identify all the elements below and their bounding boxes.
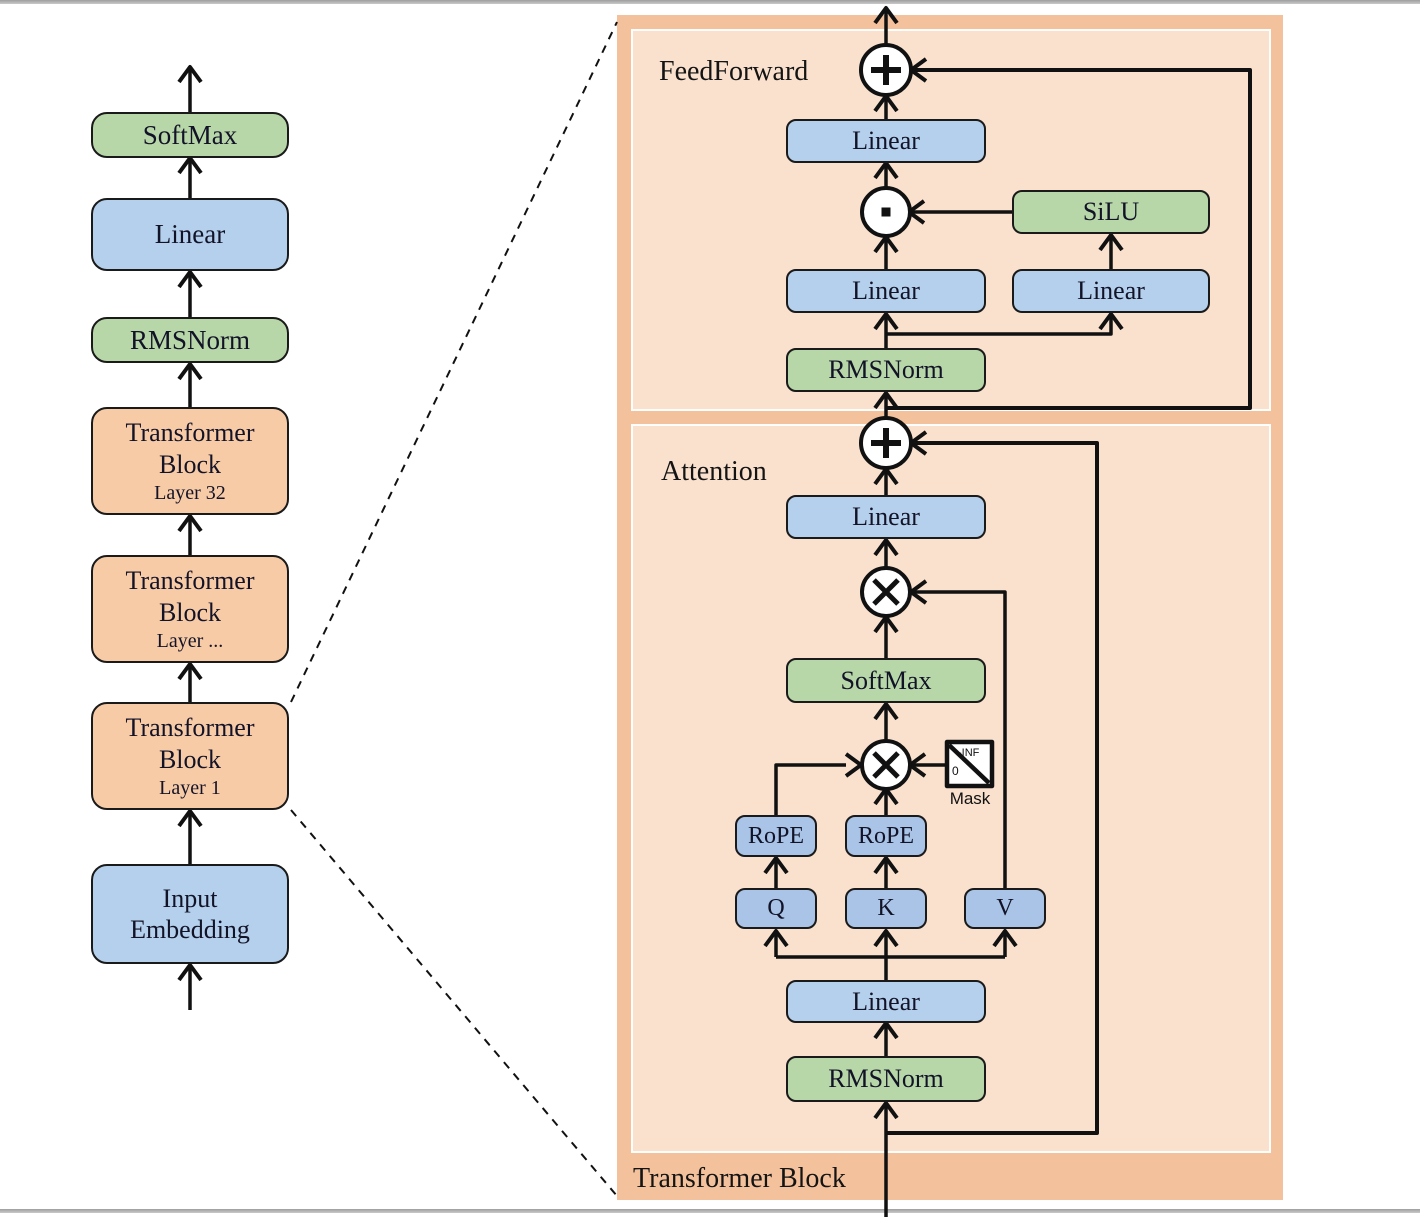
value-block: V [964, 888, 1046, 929]
rope-k-label: RoPE [857, 822, 914, 849]
input-embedding-label: Input Embedding [130, 883, 250, 944]
ff-rmsnorm: RMSNorm [786, 348, 986, 392]
rope-k-block: RoPE [845, 815, 927, 857]
attention-wires [763, 430, 1099, 1217]
attn-softmax: SoftMax [786, 658, 986, 703]
key-label: K [877, 895, 895, 922]
rmsnorm-label: RMSNorm [129, 324, 251, 355]
mask-inf-value: -INF [958, 747, 980, 759]
ff-output-linear-label: Linear [852, 126, 920, 156]
ff-rmsnorm-label: RMSNorm [828, 355, 944, 385]
attn-output-linear-label: Linear [852, 502, 920, 532]
value-label: V [996, 895, 1014, 922]
transformer-block-layer-n: Transformer Block Layer ... [91, 555, 289, 663]
mask-zero-value: 0 [952, 764, 959, 778]
layer-label: Layer ... [156, 629, 224, 652]
linear-label: Linear [154, 219, 226, 250]
rope-q-label: RoPE [747, 822, 804, 849]
ff-gate-linear: Linear [786, 269, 986, 313]
attention-section-label: Attention [661, 456, 767, 487]
ff-silu-label: SiLU [1082, 197, 1140, 227]
rmsnorm-block: RMSNorm [91, 317, 289, 363]
layer-label: Layer 32 [154, 481, 226, 504]
bottom-border [0, 1209, 1420, 1213]
left-flow-arrows [177, 65, 203, 1010]
transformer-block-title: Transformer Block [633, 1163, 846, 1194]
key-block: K [845, 888, 927, 929]
block-label: Transformer Block [125, 713, 255, 774]
query-block: Q [735, 888, 817, 929]
transformer-block-layer-32: Transformer Block Layer 32 [91, 407, 289, 515]
block-label: Transformer Block [125, 418, 255, 479]
attn-qkv-linear-label: Linear [852, 986, 920, 1016]
layer-label: Layer 1 [159, 776, 221, 799]
ff-residual-add-operator [859, 43, 913, 97]
attn-softmax-label: SoftMax [840, 665, 932, 695]
attn-rmsnorm-label: RMSNorm [828, 1064, 944, 1094]
rope-q-block: RoPE [735, 815, 817, 857]
attn-qk-matmul-operator [860, 739, 912, 791]
transformer-block-layer-1: Transformer Block Layer 1 [91, 702, 289, 810]
ff-up-linear: Linear [1012, 269, 1210, 313]
input-embedding-block: Input Embedding [91, 864, 289, 964]
query-label: Q [767, 895, 785, 922]
attn-qkv-linear: Linear [786, 980, 986, 1023]
attention-section [631, 424, 1271, 1153]
zoom-projection-lines [290, 21, 618, 1197]
attn-value-matmul-operator [860, 566, 912, 618]
feedforward-section-label: FeedForward [659, 56, 809, 87]
ff-elementwise-product-operator [860, 186, 912, 238]
softmax-block: SoftMax [91, 112, 289, 158]
block-label: Transformer Block [125, 566, 255, 627]
attn-residual-add-operator [859, 416, 913, 470]
ff-output-linear: Linear [786, 119, 986, 163]
softmax-label: SoftMax [142, 119, 238, 150]
ff-gate-linear-label: Linear [852, 276, 920, 306]
ff-up-linear-label: Linear [1077, 276, 1145, 306]
top-border [0, 0, 1420, 4]
attn-rmsnorm: RMSNorm [786, 1056, 986, 1102]
mask-label: Mask [949, 789, 991, 808]
ff-silu: SiLU [1012, 190, 1210, 234]
attn-output-linear: Linear [786, 495, 986, 539]
causal-mask-icon [944, 739, 995, 789]
linear-block: Linear [91, 198, 289, 271]
